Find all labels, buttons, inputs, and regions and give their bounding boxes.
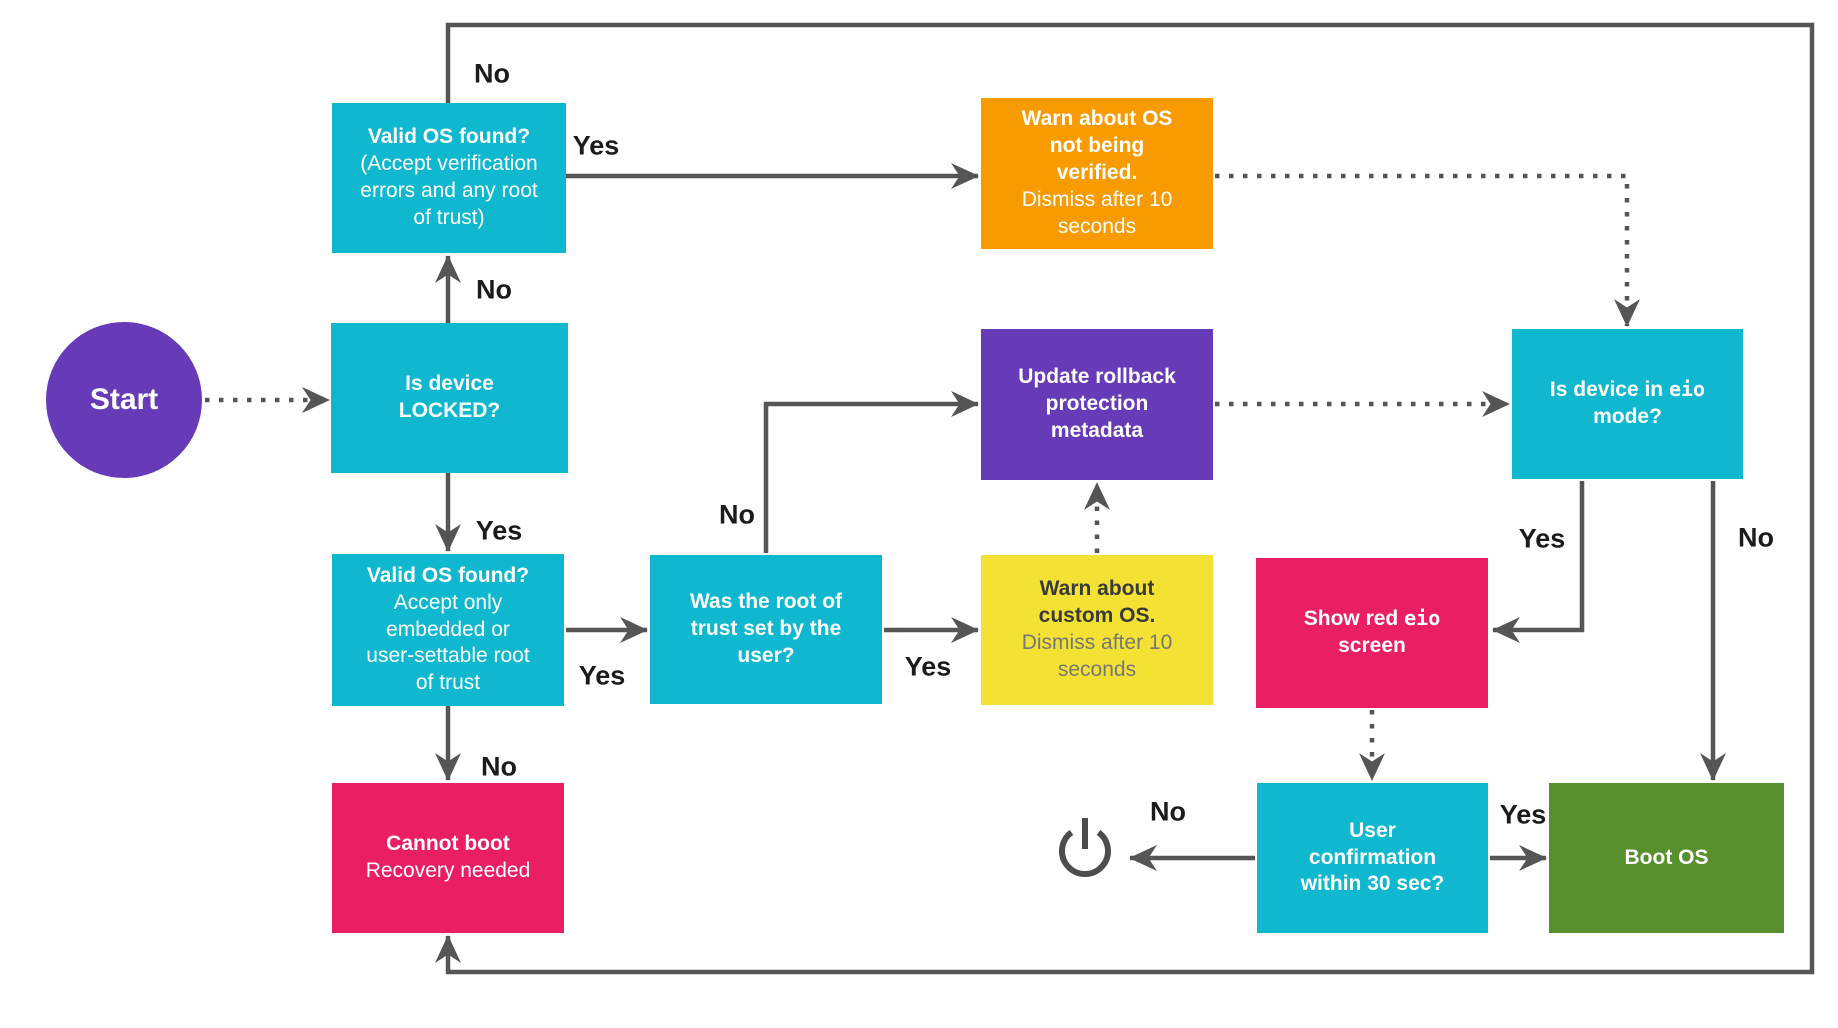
node-was-root-of-trust: Was the root of trust set by the user? — [650, 555, 882, 704]
node-warn-unverified-title: Warn about OS not being verified. — [1021, 107, 1173, 185]
eio-mode-prefix: Is device in — [1549, 378, 1669, 402]
node-is-device-locked: Is device LOCKED? — [331, 323, 568, 473]
edge-label-validlocked-yes: Yes — [578, 660, 626, 691]
node-valid-os-unlocked-subtitle: (Accept verification errors and any root… — [360, 152, 538, 229]
node-was-root-of-trust-title: Was the root of trust set by the user? — [689, 590, 843, 667]
node-update-rollback: Update rollback protection metadata — [981, 329, 1213, 480]
node-cannot-boot-subtitle: Recovery needed — [365, 859, 531, 882]
edge-eio-yes-to-showred — [1492, 481, 1585, 643]
show-red-code: eio — [1404, 606, 1441, 631]
node-cannot-boot-title: Cannot boot — [386, 832, 510, 856]
node-valid-os-locked-title: Valid OS found? — [366, 563, 530, 587]
node-user-confirmation-title: User confirmation within 30 sec? — [1300, 818, 1445, 896]
node-eio-mode-title: Is device in eio mode? — [1550, 377, 1705, 431]
edge-label-confirm-yes: Yes — [1499, 799, 1547, 830]
power-icon — [1059, 818, 1111, 877]
edge-label-unlocked-no: No — [474, 58, 510, 89]
edge-label-confirm-no: No — [1150, 796, 1186, 827]
edge-label-wasroot-no: No — [719, 499, 755, 530]
node-valid-os-locked: Valid OS found? Accept only embedded or … — [332, 554, 564, 706]
node-user-confirmation: User confirmation within 30 sec? — [1257, 783, 1488, 933]
node-warn-custom-os-subtitle: Dismiss after 10 seconds — [1021, 631, 1173, 681]
node-show-red-eio-title: Show red eio screen — [1304, 606, 1440, 660]
node-warn-unverified: Warn about OS not being verified. Dismis… — [981, 98, 1213, 249]
edge-label-validlocked-no: No — [481, 751, 517, 782]
edge-label-unlocked-yes: Yes — [572, 130, 620, 161]
node-eio-mode: Is device in eio mode? — [1512, 329, 1743, 479]
node-update-rollback-title: Update rollback protection metadata — [1018, 365, 1176, 442]
show-red-suffix: screen — [1338, 634, 1406, 657]
edge-label-locked-yes: Yes — [475, 515, 523, 546]
edge-label-eio-no: No — [1738, 522, 1774, 553]
edge-label-wasroot-yes: Yes — [904, 651, 952, 682]
show-red-prefix: Show red — [1303, 607, 1405, 631]
node-cannot-boot: Cannot boot Recovery needed — [332, 783, 564, 933]
node-valid-os-locked-subtitle: Accept only embedded or user-settable ro… — [366, 590, 530, 695]
edge-warn-to-eio — [1215, 173, 1640, 327]
node-warn-custom-os: Warn about custom OS. Dismiss after 10 s… — [981, 555, 1213, 705]
edge-label-locked-no: No — [476, 274, 512, 305]
edge-wasroot-no-to-rollback — [763, 391, 979, 553]
node-start: Start — [46, 322, 202, 478]
node-warn-unverified-subtitle: Dismiss after 10 seconds — [1021, 187, 1173, 238]
edge-unlocked-no-loop — [435, 22, 1815, 975]
eio-mode-code: eio — [1668, 377, 1706, 402]
node-start-label: Start — [89, 383, 159, 416]
node-boot-os: Boot OS — [1549, 783, 1784, 933]
node-is-device-locked-title: Is device LOCKED? — [398, 372, 501, 422]
eio-mode-suffix: mode? — [1593, 405, 1662, 428]
node-boot-os-title: Boot OS — [1624, 845, 1709, 869]
node-warn-custom-os-title: Warn about custom OS. — [1038, 577, 1156, 628]
node-show-red-eio: Show red eio screen — [1256, 558, 1488, 708]
edge-label-eio-yes: Yes — [1518, 523, 1566, 554]
node-valid-os-unlocked-title: Valid OS found? — [367, 125, 531, 149]
node-valid-os-unlocked: Valid OS found? (Accept verification err… — [332, 103, 566, 253]
